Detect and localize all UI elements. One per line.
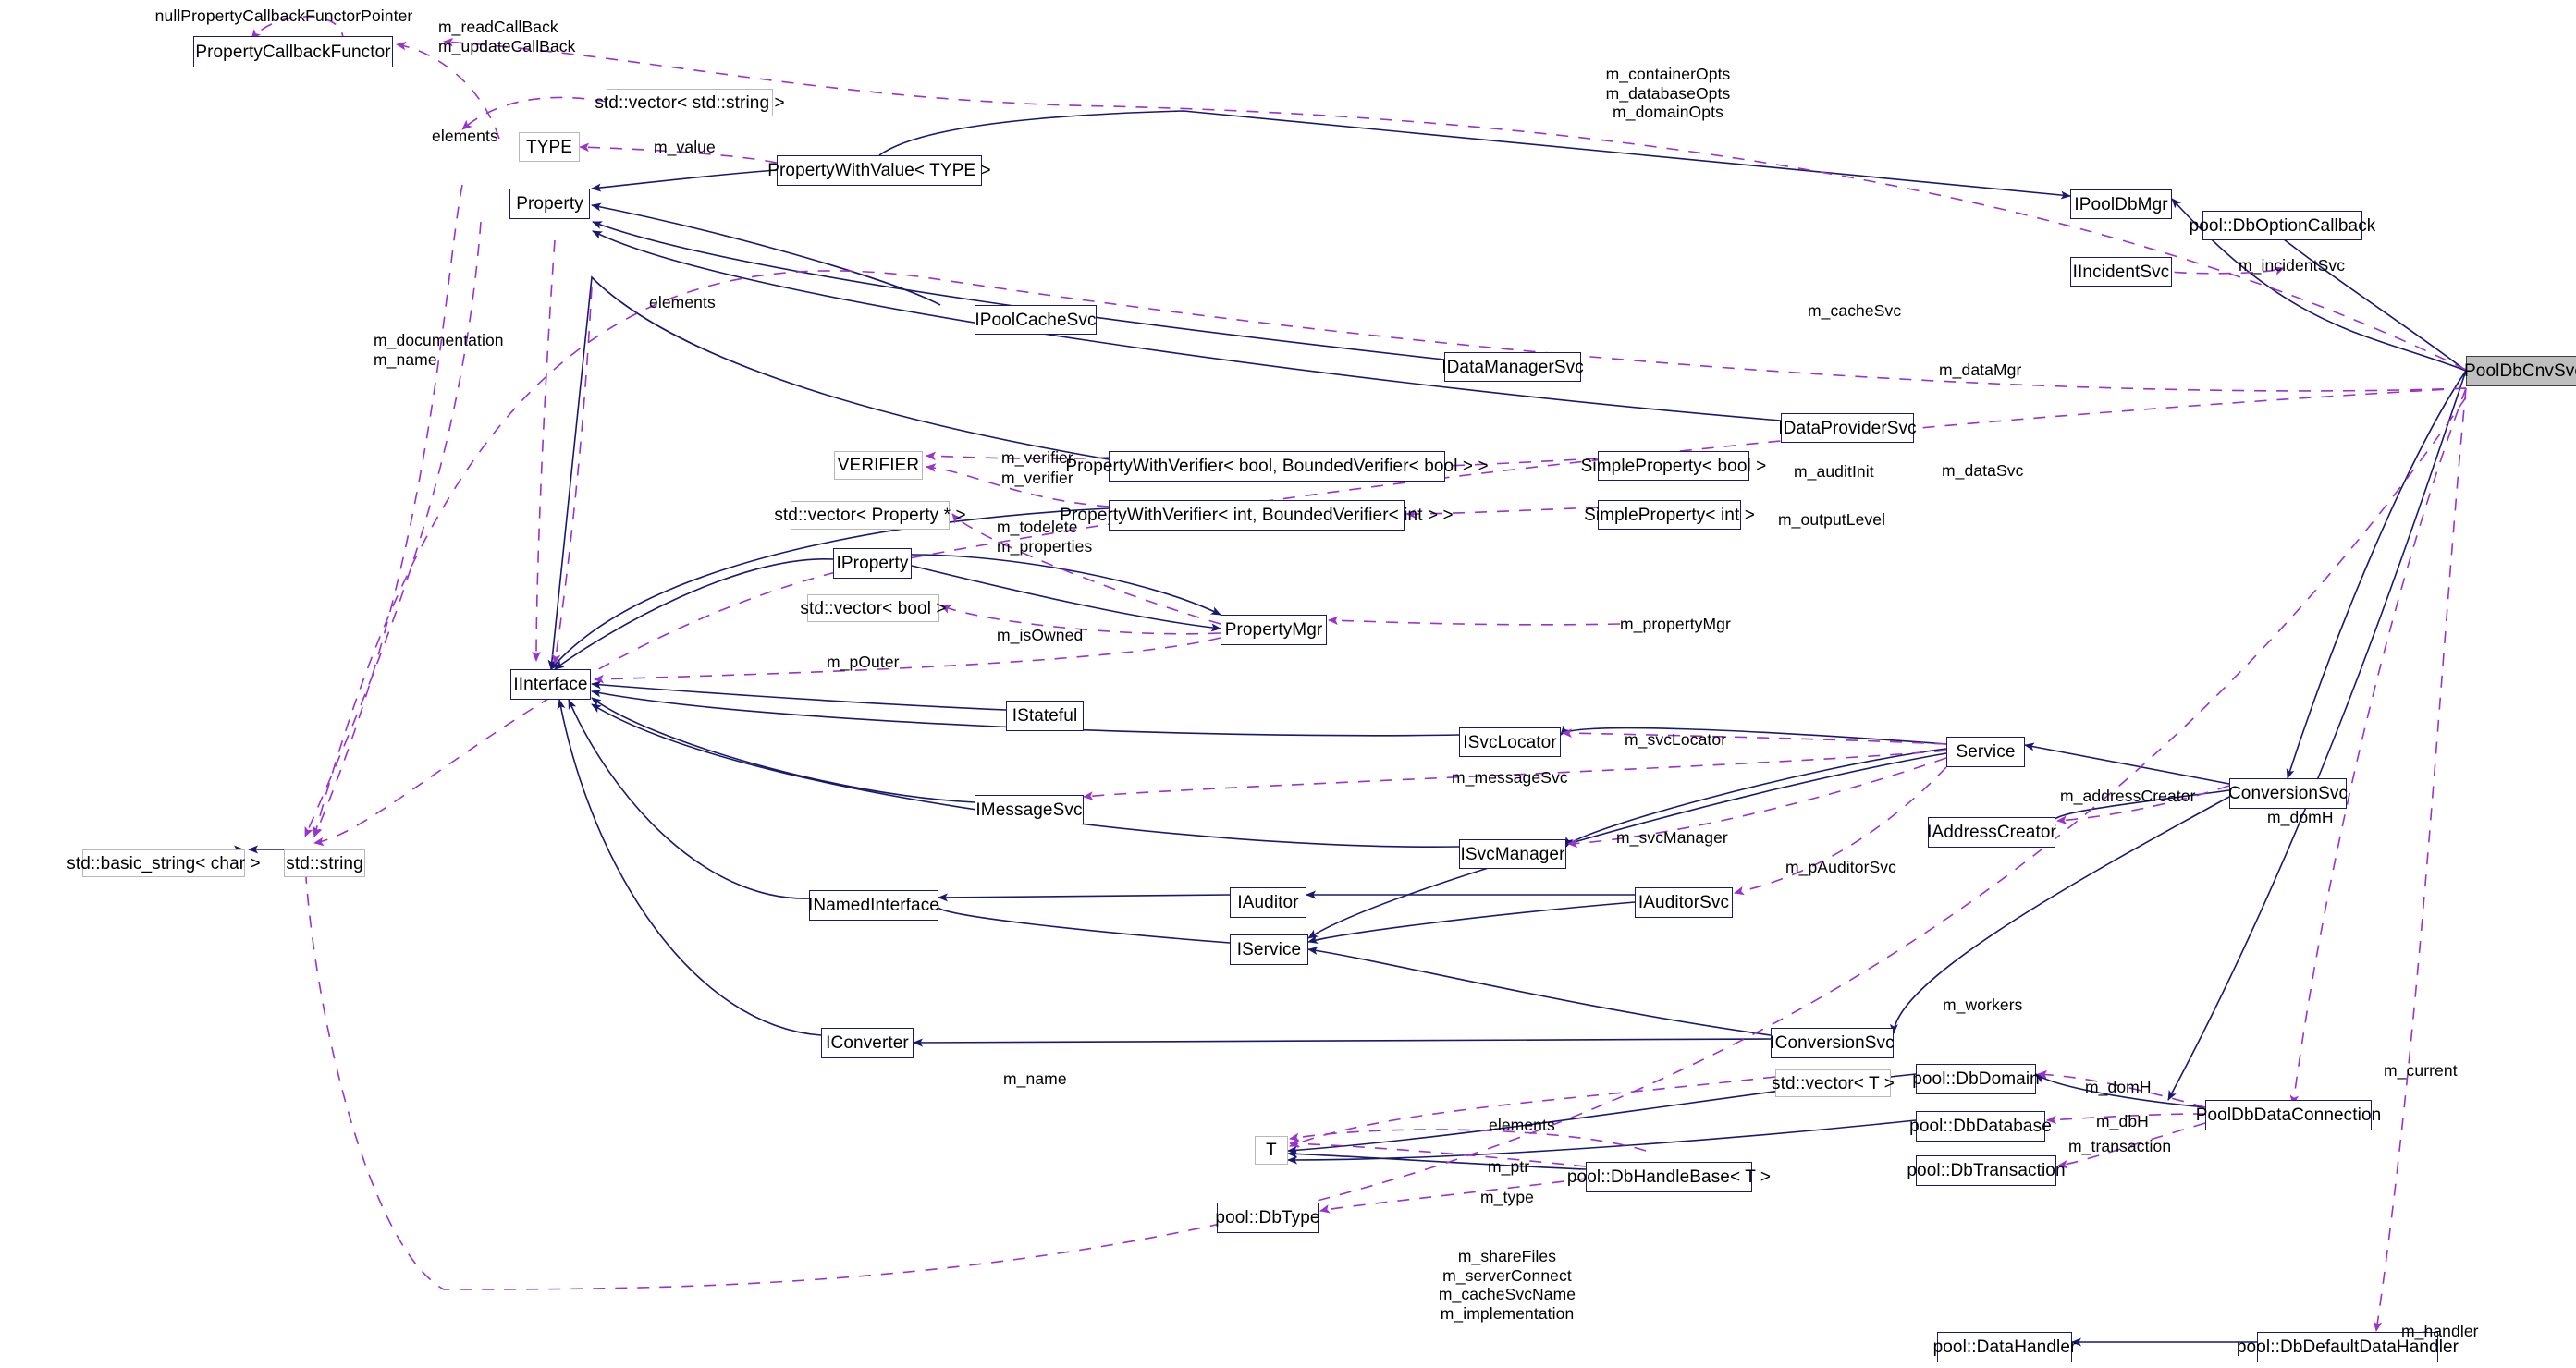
edge-label-mcachesvc: m_cacheSvc: [1808, 301, 1902, 320]
class-node-std_string[interactable]: std::string: [284, 849, 365, 877]
class-node-conversionsvc[interactable]: ConversionSvc: [2228, 778, 2348, 809]
class-node-ipoolcachesvc[interactable]: IPoolCacheSvc: [975, 305, 1097, 335]
edge-label-mtransaction: m_transaction: [2068, 1137, 2172, 1155]
edge-label-mhandler: m_handler: [2401, 1322, 2479, 1340]
class-node-iauditorsvc[interactable]: IAuditorSvc: [1635, 887, 1733, 918]
class-node-idatamanagersvc[interactable]: IDataManagerSvc: [1441, 352, 1584, 382]
class-node-iservice[interactable]: IService: [1230, 934, 1308, 965]
edge-label-mptr: m_ptr: [1488, 1157, 1530, 1176]
edge-label-mtodelete: m_todelete m_properties: [997, 518, 1093, 556]
edge-label-mtype: m_type: [1480, 1188, 1534, 1206]
class-node-service[interactable]: Service: [1946, 737, 2025, 767]
edge-label-mdocumentation: m_documentation m_name: [374, 331, 504, 369]
class-node-istateful[interactable]: IStateful: [1006, 701, 1084, 731]
edge-label-mmessagesvc: m_messageSvc: [1452, 768, 1568, 787]
class-node-iinterface[interactable]: IInterface: [510, 669, 591, 700]
class-node-iconverter[interactable]: IConverter: [821, 1028, 914, 1058]
class-node-propertywithvalue[interactable]: PropertyWithValue< TYPE >: [767, 155, 991, 186]
edge-label-mworkers: m_workers: [1943, 995, 2023, 1014]
class-node-pool_datahandler[interactable]: pool::DataHandler: [1933, 1332, 2076, 1362]
class-node-type[interactable]: TYPE: [519, 132, 580, 162]
edge-label-elements_2: elements: [649, 293, 716, 311]
class-node-std_basic_string[interactable]: std::basic_string< char >: [67, 849, 261, 877]
class-node-pooldbcnvsvc[interactable]: PoolDbCnvSvc: [2464, 356, 2576, 386]
edge-label-mpauditorsvc: m_pAuditorSvc: [1785, 858, 1896, 876]
edge-label-elements_3: elements: [1489, 1116, 1555, 1134]
edge-label-moutputlevel: m_outputLevel: [1778, 510, 1886, 529]
edge-label-mvalue: m_value: [654, 138, 716, 156]
edge-label-misowned: m_isOwned: [997, 626, 1084, 644]
class-node-pool_dbdatabase[interactable]: pool::DbDatabase: [1909, 1111, 2052, 1142]
class-node-ipooldbmgr[interactable]: IPoolDbMgr: [2070, 189, 2172, 219]
class-node-iproperty[interactable]: IProperty: [833, 548, 912, 579]
class-node-vector_string[interactable]: std::vector< std::string >: [595, 89, 785, 116]
class-node-isvcmanager[interactable]: ISvcManager: [1459, 839, 1566, 869]
class-node-property[interactable]: Property: [509, 189, 590, 219]
class-node-idataprovidersvc[interactable]: IDataProviderSvc: [1778, 413, 1917, 443]
edge-label-elements_1: elements: [432, 127, 498, 145]
edge-label-mauditinit: m_auditInit: [1794, 462, 1874, 481]
inheritance-edges: [203, 110, 2467, 1347]
edge-label-mname: m_name: [1003, 1069, 1067, 1088]
class-node-pool_dbtype[interactable]: pool::DbType: [1215, 1203, 1319, 1233]
class-node-iaddresscreator[interactable]: IAddressCreator: [1927, 817, 2056, 848]
class-node-inamedinterface[interactable]: INamedInterface: [808, 890, 939, 921]
edge-label-readcb: m_readCallBack m_updateCallBack: [438, 18, 576, 55]
class-node-imessagesvc[interactable]: IMessageSvc: [975, 795, 1084, 824]
class-node-propertymgr[interactable]: PropertyMgr: [1221, 615, 1327, 645]
class-node-iauditor[interactable]: IAuditor: [1230, 887, 1306, 918]
class-node-pwv_bool[interactable]: PropertyWithVerifier< bool, BoundedVerif…: [1065, 451, 1489, 482]
class-node-iconversionsvc[interactable]: IConversionSvc: [1770, 1028, 1895, 1058]
class-node-t[interactable]: T: [1255, 1136, 1288, 1165]
class-node-iincidentsvc[interactable]: IIncidentSvc: [2070, 257, 2172, 287]
class-node-simpleproperty_bool[interactable]: SimpleProperty< bool >: [1581, 451, 1766, 481]
class-node-pwv_int[interactable]: PropertyWithVerifier< int, BoundedVerifi…: [1060, 500, 1454, 531]
edge-label-containeropts: m_containerOpts m_databaseOpts m_domainO…: [1605, 65, 1731, 122]
edge-label-msvcmanager: m_svcManager: [1616, 828, 1728, 847]
edge-label-mpropertymgr: m_propertyMgr: [1620, 615, 1731, 633]
usage-edges: [251, 16, 2467, 1352]
edge-label-mdomh_2: m_domH: [2085, 1078, 2152, 1096]
class-node-pooldbdataconnection[interactable]: PoolDbDataConnection: [2196, 1100, 2381, 1130]
edge-label-mdatasvc: m_dataSvc: [1942, 461, 2024, 480]
edge-label-mdomh_1: m_domH: [2267, 808, 2334, 826]
edge-label-mdatamgr: m_dataMgr: [1939, 360, 2022, 379]
class-node-vector_property[interactable]: std::vector< Property * >: [774, 501, 966, 530]
class-node-propertycallbackfunctor[interactable]: PropertyCallbackFunctor: [193, 36, 393, 67]
class-node-pool_dbdefaultdatahandler[interactable]: pool::DbDefaultDataHandler: [2237, 1332, 2459, 1362]
class-node-pool_dbtransaction[interactable]: pool::DbTransaction: [1907, 1155, 2066, 1186]
edge-label-mverifier_2: m_verifier: [1001, 469, 1073, 487]
class-node-vector_bool[interactable]: std::vector< bool >: [800, 594, 947, 622]
class-node-vector_t[interactable]: std::vector< T >: [1772, 1069, 1895, 1097]
edge-label-msharefiles: m_shareFiles m_serverConnect m_cacheSvcN…: [1438, 1247, 1576, 1323]
edge-label-mdbh: m_dbH: [2096, 1112, 2149, 1130]
class-node-simpleproperty_int[interactable]: SimpleProperty< int >: [1584, 500, 1755, 530]
edge-label-mpouter: m_pOuter: [827, 653, 900, 671]
edge-label-nullprop: nullPropertyCallbackFunctorPointer: [154, 6, 413, 25]
class-node-verifier[interactable]: VERIFIER: [834, 451, 923, 480]
class-node-pool_dbhandlebase[interactable]: pool::DbHandleBase< T >: [1567, 1162, 1771, 1192]
edge-label-msvclocator: m_svcLocator: [1625, 730, 1727, 749]
class-node-isvclocator[interactable]: ISvcLocator: [1459, 727, 1561, 757]
edge-label-maddresscreator: m_addressCreator: [2060, 787, 2196, 805]
edge-label-mincidentsvc: m_incidentSvc: [2239, 256, 2346, 275]
class-node-pooldboptioncallback[interactable]: pool::DbOptionCallback: [2190, 211, 2375, 240]
edge-label-mverifier_1: m_verifier: [1001, 448, 1073, 467]
class-node-pool_dbdomain[interactable]: pool::DbDomain: [1912, 1064, 2040, 1094]
edge-label-mcurrent: m_current: [2384, 1061, 2458, 1080]
